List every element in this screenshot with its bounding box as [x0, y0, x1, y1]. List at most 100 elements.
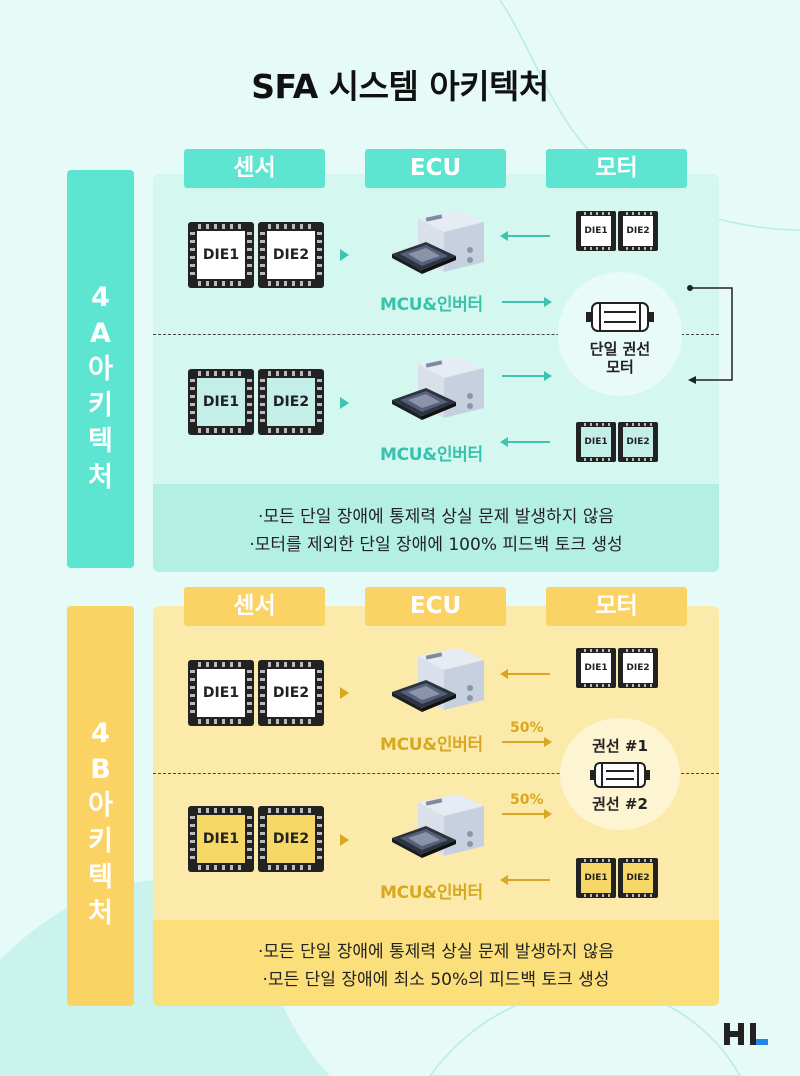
chip-icon	[258, 222, 324, 288]
chip-icon	[258, 660, 324, 726]
motor-chip-die1: DIE1	[576, 858, 616, 898]
arrow-right-icon	[502, 297, 552, 307]
section-b-header-ecu: ECU	[365, 587, 506, 626]
arrow-right-icon	[340, 687, 349, 699]
ecu-module-icon	[392, 210, 484, 274]
motor-chip-die1: DIE1	[576, 422, 616, 462]
chip-label: DIE1	[202, 394, 240, 410]
sensor-chip-die2: DIE2	[258, 222, 324, 288]
chip-label: DIE2	[626, 873, 650, 883]
chip-icon	[576, 211, 616, 251]
motor-icon	[590, 762, 650, 788]
single-winding-motor-label: 단일 권선 모터	[589, 340, 651, 376]
side-label-char: 아	[88, 790, 113, 821]
ecu-module-icon	[392, 794, 484, 858]
motor-chip-die2: DIE2	[618, 648, 658, 688]
arrow-right-icon	[340, 397, 349, 409]
ecu-module-icon	[392, 356, 484, 420]
arrow-right-icon	[340, 834, 349, 846]
chip-icon	[576, 858, 616, 898]
chip-label: DIE1	[584, 437, 608, 447]
motor-chip-die2: DIE2	[618, 211, 658, 251]
chip-icon	[188, 369, 254, 435]
chip-icon	[258, 369, 324, 435]
motor-chip-die2: DIE2	[618, 858, 658, 898]
sensor-chip-die2: DIE2	[258, 806, 324, 872]
section-a-divider	[153, 334, 719, 335]
sensor-chip-die2: DIE2	[258, 369, 324, 435]
mcu-inverter-label: MCU&인버터	[380, 735, 483, 755]
chip-icon	[188, 222, 254, 288]
chip-label: DIE2	[272, 247, 310, 263]
motor-circle	[558, 272, 682, 396]
section-b-note-1: ·모든 단일 장애에 통제력 상실 문제 발생하지 않음	[257, 942, 615, 962]
side-label-char: 텍	[88, 426, 113, 457]
mcu-inverter-label: MCU&인버터	[380, 445, 483, 465]
motor-chip-die2: DIE2	[618, 422, 658, 462]
chip-label: DIE2	[626, 226, 650, 236]
side-label-char: 아	[88, 354, 113, 385]
section-a-header-motor: 모터	[546, 149, 687, 188]
arrow-right-icon	[502, 809, 552, 819]
arrow-right-icon	[502, 371, 552, 381]
section-a-header-ecu: ECU	[365, 149, 506, 188]
chip-label: DIE1	[202, 831, 240, 847]
hl-logo: HL	[724, 1023, 768, 1045]
arrow-left-icon	[500, 875, 550, 885]
winding-1-label: 권선 #1	[592, 737, 648, 755]
section-b-header-sensor: 센서	[184, 587, 325, 626]
section-a-header-sensor: 센서	[184, 149, 325, 188]
chip-label: DIE1	[202, 685, 240, 701]
ecu-module-icon	[392, 648, 484, 712]
chip-label: DIE2	[626, 663, 650, 673]
arrow-left-icon	[500, 437, 550, 447]
arrow-right-icon	[340, 249, 349, 261]
chip-label: DIE2	[272, 831, 310, 847]
chip-icon	[576, 422, 616, 462]
motor-chip-die1: DIE1	[576, 648, 616, 688]
feedback-loop-arrow-icon	[687, 285, 733, 384]
side-label-char: 키	[88, 826, 113, 857]
sensor-chip-die1: DIE1	[188, 806, 254, 872]
chip-label: DIE2	[626, 437, 650, 447]
side-label-char: 4	[91, 718, 110, 749]
chip-icon	[618, 422, 658, 462]
sensor-chip-die1: DIE1	[188, 369, 254, 435]
sensor-chip-die1: DIE1	[188, 222, 254, 288]
chip-icon	[618, 858, 658, 898]
mcu-inverter-label: MCU&인버터	[380, 883, 483, 903]
section-b-note-2: ·모든 단일 장애에 최소 50%의 피드백 토크 생성	[262, 970, 610, 990]
sensor-chip-die2: DIE2	[258, 660, 324, 726]
side-label-char: B	[90, 754, 111, 785]
chip-icon	[258, 806, 324, 872]
side-label-char: A	[90, 318, 111, 349]
chip-label: DIE2	[272, 394, 310, 410]
chip-label: DIE1	[584, 873, 608, 883]
page-title: SFA 시스템 아키텍처	[251, 67, 549, 106]
chip-icon	[618, 211, 658, 251]
torque-share-label: 50%	[510, 720, 544, 736]
motor-chip-die1: DIE1	[576, 211, 616, 251]
arrow-left-icon	[500, 231, 550, 241]
section-b-divider	[153, 773, 719, 774]
chip-icon	[188, 806, 254, 872]
section-b-note-box	[153, 920, 719, 1006]
side-label-char: 키	[88, 390, 113, 421]
side-label-char: 텍	[88, 862, 113, 893]
section-b-header-motor: 모터	[546, 587, 687, 626]
chip-label: DIE1	[584, 663, 608, 673]
side-label-char: 4	[91, 282, 110, 313]
torque-share-label: 50%	[510, 792, 544, 808]
chip-label: DIE1	[584, 226, 608, 236]
chip-label: DIE2	[272, 685, 310, 701]
chip-icon	[618, 648, 658, 688]
chip-icon	[188, 660, 254, 726]
chip-icon	[576, 648, 616, 688]
section-a-note-box	[153, 484, 719, 572]
mcu-inverter-label: MCU&인버터	[380, 295, 483, 315]
side-label-char: 처	[88, 898, 113, 929]
